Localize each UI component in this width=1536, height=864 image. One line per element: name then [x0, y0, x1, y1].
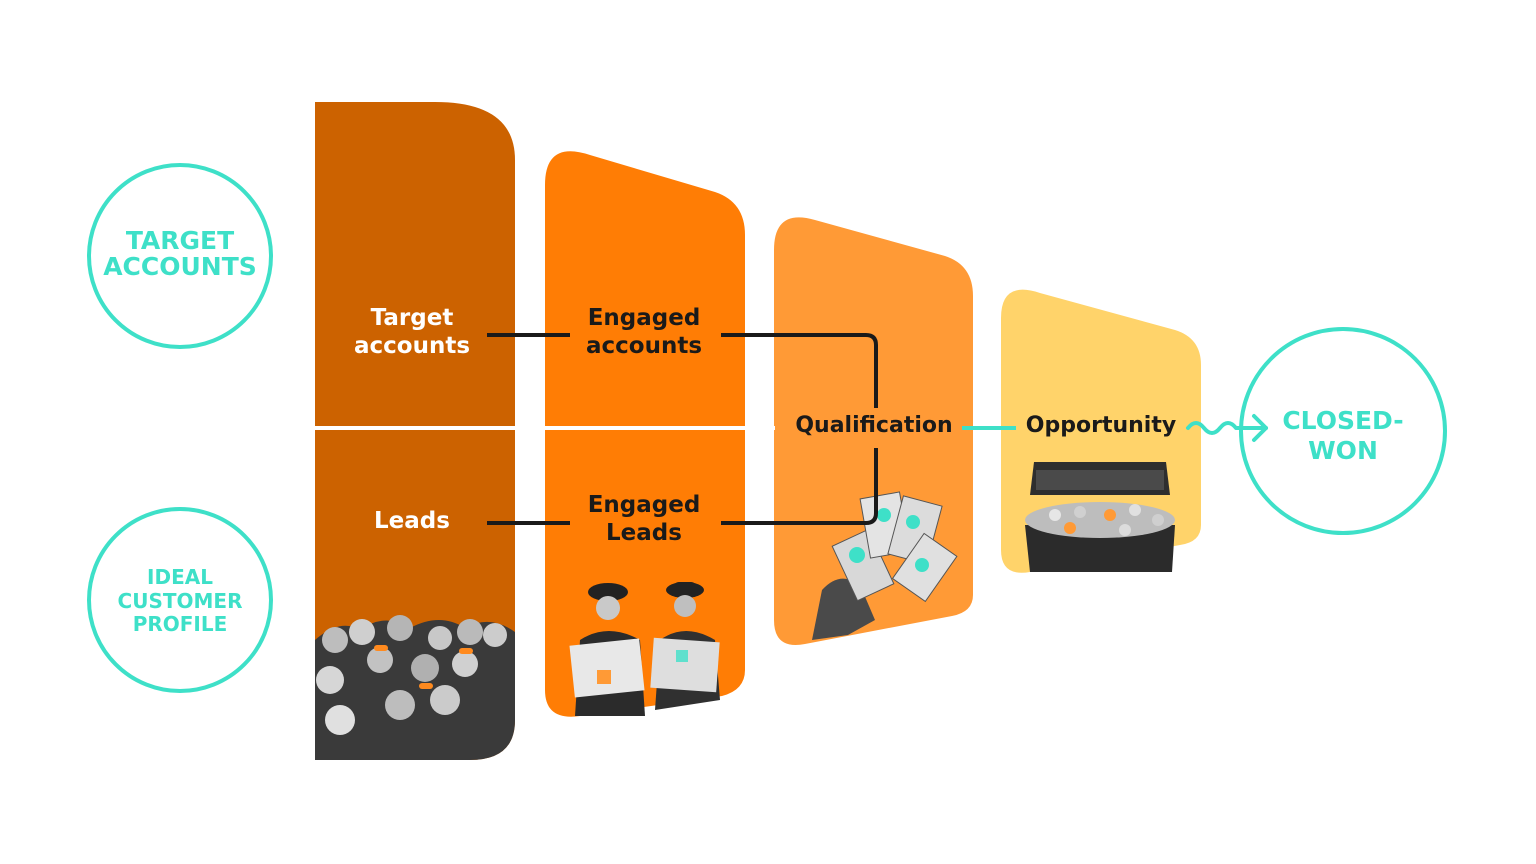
crowd-illustration	[315, 615, 515, 760]
stage-panel-1	[315, 102, 515, 760]
stage-engaged-accounts: Engaged accounts	[585, 305, 703, 359]
newspaper-men-illustration	[569, 582, 720, 716]
stage-target-accounts: Target accounts	[353, 305, 471, 359]
squiggle-arrow	[1186, 414, 1268, 442]
treasure-chest-illustration	[1025, 462, 1175, 572]
stage-qualification: Qualification	[795, 413, 953, 438]
stage-opportunity: Opportunity	[1025, 413, 1177, 438]
closed-won-circle	[1239, 327, 1447, 535]
ideal-customer-profile-circle	[87, 507, 273, 693]
target-accounts-label: TARGET ACCOUNTS	[103, 226, 257, 282]
stage-engaged-leads: Engaged Leads	[587, 492, 701, 546]
money-illustration	[812, 491, 958, 640]
ideal-customer-profile-label: IDEAL CUSTOMER PROFILE	[117, 565, 243, 637]
stage-leads: Leads	[374, 508, 450, 534]
connector-lines	[487, 333, 878, 525]
target-accounts-circle	[87, 163, 273, 349]
stage-panel-2	[545, 151, 745, 717]
stage-panel-4	[1001, 289, 1201, 573]
closed-won-label: CLOSED- WON	[1282, 406, 1404, 465]
